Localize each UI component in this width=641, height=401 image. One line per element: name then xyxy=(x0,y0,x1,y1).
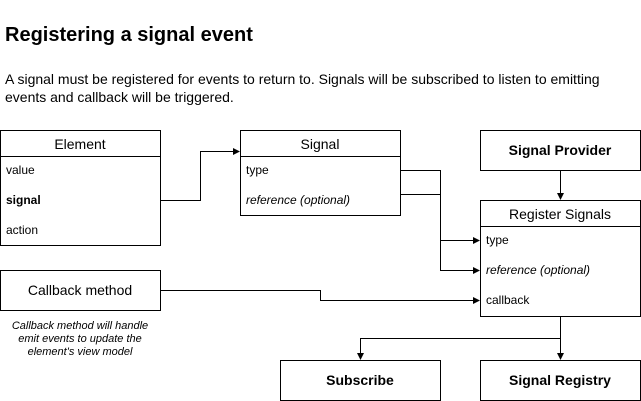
element-field-value: value xyxy=(6,163,35,177)
register-signals-header: Register Signals xyxy=(509,206,611,222)
connectors xyxy=(160,148,564,360)
callback-note-line-1: Callback method will handle xyxy=(12,320,148,332)
edge-callback-to-register-callback xyxy=(160,290,474,301)
register-signals-box xyxy=(480,200,641,317)
edge-signal-type-to-register-type xyxy=(400,170,474,241)
callback-method-node: Callback method Callback method will han… xyxy=(0,270,161,358)
page-title: Registering a signal event xyxy=(5,24,253,46)
signal-registry-box xyxy=(480,360,641,401)
arrow-register-to-registry xyxy=(557,353,564,360)
signal-provider-box xyxy=(480,130,641,171)
register-signals-field-reference: reference (optional) xyxy=(486,263,590,277)
signal-provider-label: Signal Provider xyxy=(509,142,612,158)
subscribe-box xyxy=(280,360,441,401)
arrow-callback-to-register-callback xyxy=(473,297,480,304)
subscribe-label: Subscribe xyxy=(326,372,394,388)
arrow-element-to-signal xyxy=(233,148,240,155)
signal-field-reference: reference (optional) xyxy=(246,193,350,207)
register-signals-field-callback: callback xyxy=(486,293,530,307)
edge-element-to-signal xyxy=(160,151,234,201)
subscribe-node: Subscribe xyxy=(280,360,441,401)
element-node: Element value signal action xyxy=(0,130,161,246)
signal-field-type: type xyxy=(246,163,269,177)
edge-register-to-subscribe xyxy=(360,338,561,354)
arrow-register-to-subscribe xyxy=(357,353,364,360)
signal-node: Signal type reference (optional) xyxy=(240,130,401,216)
signal-box xyxy=(240,130,401,216)
intro-paragraph: A signal must be registered for events t… xyxy=(5,71,600,105)
register-signals-node: Register Signals type reference (optiona… xyxy=(480,200,641,317)
signal-provider-node: Signal Provider xyxy=(480,130,641,171)
edge-signal-reference-to-register-reference xyxy=(400,194,474,271)
element-header: Element xyxy=(54,136,105,152)
register-signals-field-type: type xyxy=(486,233,509,247)
arrow-signal-reference-to-register-reference xyxy=(473,267,480,274)
element-field-signal: signal xyxy=(6,193,41,207)
callback-method-label: Callback method xyxy=(28,282,132,298)
callback-note-line-3: element's view model xyxy=(28,346,133,358)
signal-registry-label: Signal Registry xyxy=(509,372,611,388)
callback-note-line-2: emit events to update the xyxy=(18,333,142,345)
signal-registry-node: Signal Registry xyxy=(480,360,641,401)
arrow-provider-to-register xyxy=(557,193,564,200)
arrow-signal-type-to-register-type xyxy=(473,237,480,244)
element-field-action: action xyxy=(6,223,38,237)
element-box xyxy=(0,130,161,246)
signal-header: Signal xyxy=(301,136,340,152)
